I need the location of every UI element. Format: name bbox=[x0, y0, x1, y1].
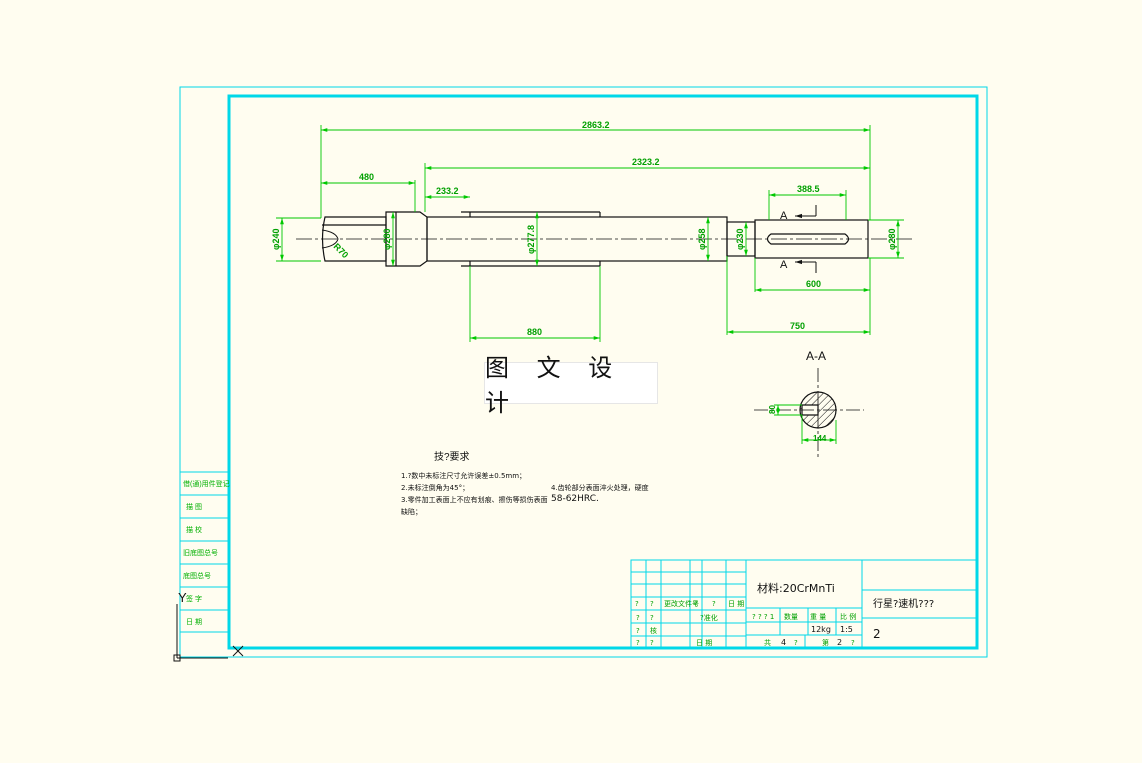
section-title: A-A bbox=[806, 349, 826, 363]
tech-line-1: 1.?数中未标注尺寸允许误差±0.5mm； bbox=[401, 471, 526, 480]
header-count: 数量 bbox=[784, 612, 798, 621]
sheets-total-suffix: ? bbox=[794, 639, 798, 647]
row-b: 核 bbox=[650, 626, 657, 635]
dim-388: 388.5 bbox=[797, 184, 820, 194]
header-weight: 重 量 bbox=[810, 613, 826, 621]
dim-233: 233.2 bbox=[436, 186, 459, 196]
left-strip-item: 描 校 bbox=[186, 525, 202, 534]
std-label: ?准化 bbox=[700, 613, 718, 622]
tech-line-3: 3.零件加工表面上不应有划痕、擦伤等损伤表面 bbox=[401, 495, 548, 504]
dim-dia-230: φ230 bbox=[735, 229, 745, 250]
tech-line-4b: 58-62HRC. bbox=[551, 494, 599, 504]
ucs-icon bbox=[173, 604, 244, 662]
dim-dia-280-right: φ280 bbox=[887, 229, 897, 250]
row-c: ? bbox=[636, 639, 640, 647]
tech-line-2: 2.未标注倒角为45°； bbox=[401, 483, 469, 492]
center-hole bbox=[321, 229, 339, 249]
left-strip-item: 旧底图总号 bbox=[183, 548, 218, 557]
outer-frame bbox=[179, 86, 988, 658]
row-b: ? bbox=[636, 627, 640, 635]
section-arrows bbox=[795, 205, 817, 273]
dimension-lines bbox=[276, 125, 904, 342]
product-name: 行星?速机??? bbox=[873, 597, 934, 610]
tech-line-4a: 4.齿轮部分表面淬火处理，硬度 bbox=[551, 483, 649, 492]
section-marker-bottom: A bbox=[780, 259, 788, 271]
dim-dia-280-left: φ280 bbox=[382, 229, 392, 250]
dim-2323: 2323.2 bbox=[632, 157, 660, 167]
rev-col: 日 期 bbox=[728, 600, 744, 608]
drawing-number: 2 bbox=[873, 627, 881, 641]
header-scale: 比 例 bbox=[840, 612, 856, 621]
dim-750: 750 bbox=[790, 321, 805, 331]
title-block bbox=[630, 559, 978, 649]
section-dimensions bbox=[774, 404, 837, 444]
rev-col: ? bbox=[650, 600, 654, 608]
weight-value: 12kg bbox=[811, 625, 831, 634]
rev-col: 更改文件号 bbox=[664, 599, 699, 608]
left-strip-item: 签 字 bbox=[186, 594, 202, 603]
shaft-outline bbox=[321, 211, 869, 267]
row-c: ? bbox=[650, 639, 654, 647]
header-stage: ? ? ? 1 bbox=[752, 613, 774, 621]
section-marker-top: A bbox=[780, 210, 788, 222]
dim-600: 600 bbox=[806, 279, 821, 289]
dim-dia-258: φ258 bbox=[697, 229, 707, 250]
dim-dia-240: φ240 bbox=[271, 229, 281, 250]
material-label: 材料:20CrMnTi bbox=[757, 581, 835, 595]
dim-dia-277: φ277.8 bbox=[526, 225, 536, 254]
sheets-total: 4 bbox=[781, 638, 786, 647]
tech-line-3b: 缺陷； bbox=[401, 507, 422, 516]
ucs-y-label: Y bbox=[178, 590, 187, 605]
scale-value: 1:5 bbox=[840, 625, 853, 634]
left-strip bbox=[179, 471, 230, 633]
section-view bbox=[754, 368, 864, 460]
rev-col: ? bbox=[712, 600, 716, 608]
left-strip-item: 描 图 bbox=[186, 502, 202, 511]
approve-label: 日 期 bbox=[696, 639, 712, 647]
row-a: ? bbox=[636, 614, 640, 622]
dim-section-depth: 144 bbox=[813, 434, 827, 443]
left-strip-item: 底图总号 bbox=[183, 571, 211, 580]
sheet-label: 第 bbox=[822, 638, 829, 647]
watermark-logo: 图 文 设 计 bbox=[484, 354, 658, 417]
dim-480: 480 bbox=[359, 172, 374, 182]
dim-overall-length: 2863.2 bbox=[582, 120, 610, 130]
dim-section-width: 80 bbox=[768, 405, 777, 414]
left-strip-item: 借(通)用件登记 bbox=[183, 479, 230, 488]
rev-col: ? bbox=[694, 600, 698, 608]
inner-frame bbox=[227, 94, 979, 650]
rev-col: ? bbox=[635, 600, 639, 608]
sheet-suffix: ? bbox=[851, 639, 855, 647]
sheet-no: 2 bbox=[837, 638, 842, 647]
left-strip-item: 日 期 bbox=[186, 618, 202, 626]
tech-title: 技?要求 bbox=[434, 450, 470, 463]
dim-880: 880 bbox=[527, 327, 542, 337]
row-a: ? bbox=[650, 614, 654, 622]
sheets-total-label: 共 bbox=[764, 638, 771, 647]
